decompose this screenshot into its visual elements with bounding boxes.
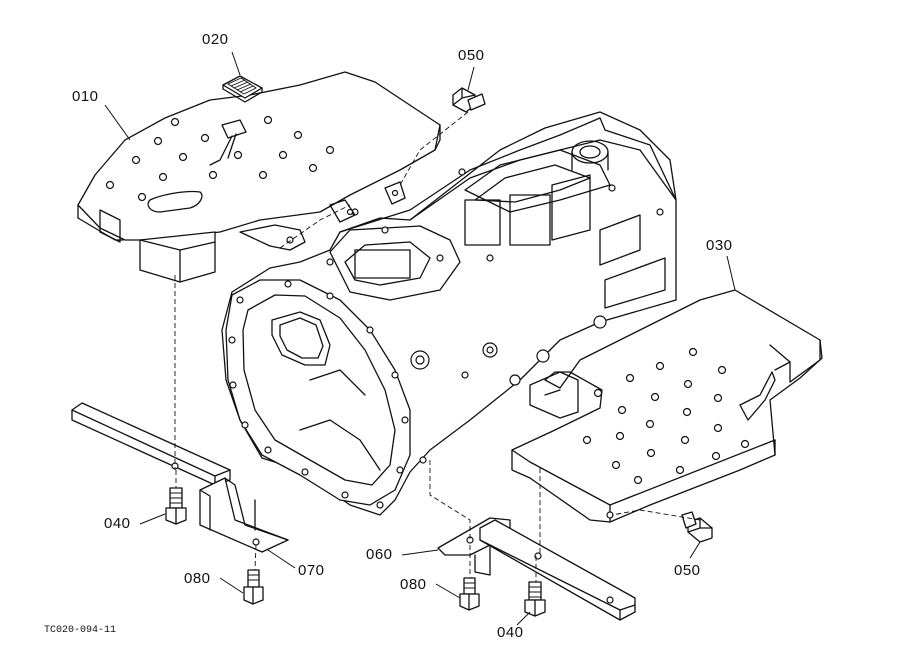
callout-030: 030 <box>706 237 733 254</box>
drawing-reference-code: TC020-094-11 <box>44 625 117 636</box>
pedal-pad-020 <box>209 75 263 166</box>
bolt-050-lower <box>681 511 713 543</box>
bolt-050-upper <box>452 87 486 113</box>
bolt-040-left <box>165 487 187 525</box>
callout-040-right: 040 <box>497 624 524 641</box>
callout-080-right: 080 <box>400 576 427 593</box>
callout-050-upper: 050 <box>458 47 485 64</box>
right-step-030 <box>511 289 823 523</box>
callout-050-lower: 050 <box>674 562 701 579</box>
bolt-080-right <box>459 577 480 611</box>
callout-080-left: 080 <box>184 570 211 587</box>
left-bracket-070 <box>71 402 289 553</box>
left-step-010 <box>77 71 441 283</box>
callout-010: 010 <box>72 88 99 105</box>
right-bracket-060 <box>437 517 636 621</box>
assembly-lines <box>174 111 701 582</box>
bolt-040-right <box>524 581 546 617</box>
callout-070: 070 <box>298 562 325 579</box>
callout-040-left: 040 <box>104 515 131 532</box>
leader-lines <box>104 51 736 626</box>
callout-020: 020 <box>202 31 229 48</box>
callout-060: 060 <box>366 546 393 563</box>
transmission-case <box>221 111 677 516</box>
bolt-080-left <box>243 569 264 605</box>
